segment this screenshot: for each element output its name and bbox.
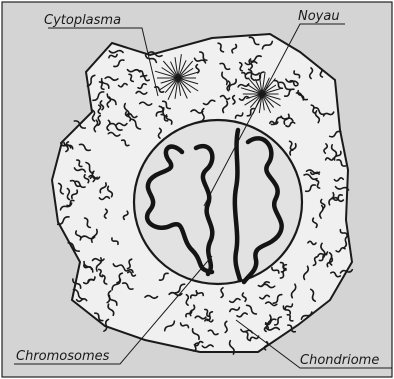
label-cytoplasma: Cytoplasma	[44, 13, 121, 28]
label-chondriome: Chondriome	[300, 353, 379, 368]
nucleus	[134, 120, 302, 284]
label-noyau: Noyau	[298, 9, 340, 24]
label-chromosomes: Chromosomes	[16, 349, 110, 364]
